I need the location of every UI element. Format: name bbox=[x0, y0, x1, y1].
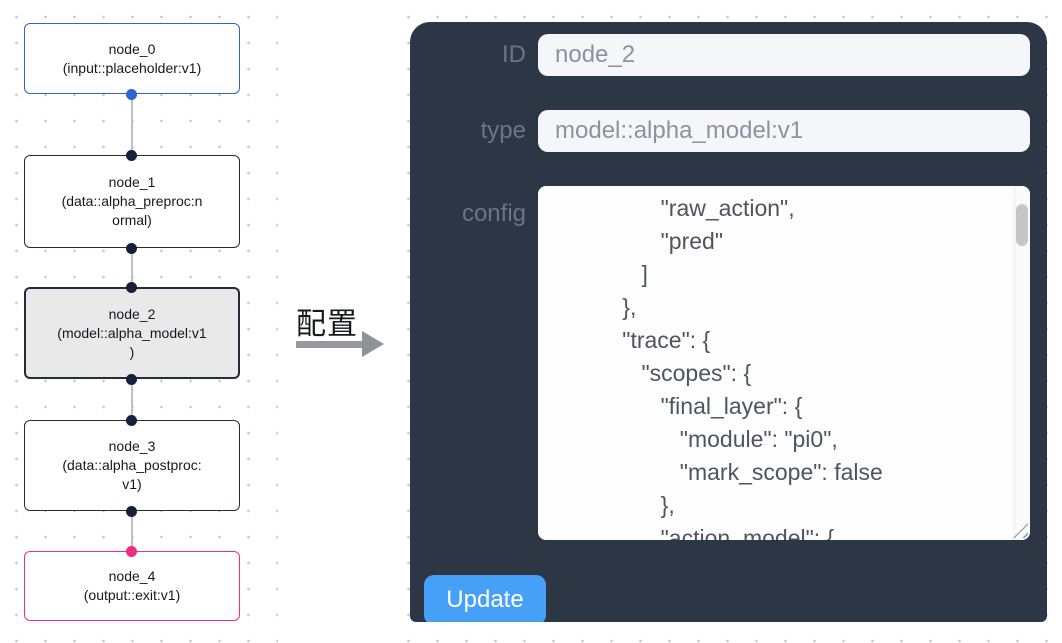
config-json-text: "raw_action", "pred" ] }, "trace": { "sc… bbox=[622, 195, 883, 540]
node-subtitle: ormal) bbox=[112, 212, 152, 228]
id-field-label: ID bbox=[502, 41, 526, 68]
node-node_3[interactable]: node_3 (data::alpha_postproc: v1) bbox=[24, 420, 240, 511]
type-field-label: type bbox=[480, 117, 526, 144]
edge-node_3-node_4 bbox=[131, 511, 133, 551]
node-subtitle: (model::alpha_model:v1 bbox=[57, 324, 207, 341]
node-title: node_3 bbox=[108, 438, 156, 454]
connection-handle-node_2-source[interactable] bbox=[126, 374, 137, 385]
connection-handle-node_1-source[interactable] bbox=[126, 243, 137, 254]
connection-handle-node_0-source[interactable] bbox=[126, 89, 137, 100]
node-subtitle: (output::exit:v1) bbox=[83, 587, 181, 603]
node-node_0[interactable]: node_0 (input::placeholder:v1) bbox=[24, 23, 240, 94]
config-field-label: config bbox=[461, 200, 526, 227]
edge-node_0-node_1 bbox=[131, 94, 133, 155]
node-subtitle: ) bbox=[129, 343, 135, 360]
configure-arrow-label: 配置 bbox=[296, 308, 358, 341]
node-title: node_1 bbox=[108, 174, 156, 190]
edge-node_1-node_2 bbox=[131, 248, 133, 287]
config-scrollbar-thumb[interactable] bbox=[1016, 204, 1028, 246]
node-node_1[interactable]: node_1 (data::alpha_preproc:n ormal) bbox=[24, 155, 240, 248]
node-node_2-selected[interactable]: node_2 (model::alpha_model:v1 ) bbox=[24, 287, 240, 379]
connection-handle-node_2-target[interactable] bbox=[126, 282, 137, 293]
node-subtitle: (data::alpha_preproc:n bbox=[61, 193, 203, 209]
node-subtitle: v1) bbox=[122, 476, 142, 492]
node-node_4[interactable]: node_4 (output::exit:v1) bbox=[24, 551, 240, 621]
connection-handle-node_4-target[interactable] bbox=[126, 546, 137, 557]
config-field-row: config "raw_action", "pred" ] }, "trace"… bbox=[424, 186, 1030, 540]
type-field-row: type bbox=[424, 110, 1030, 152]
node-title: node_2 bbox=[108, 305, 156, 322]
node-title: node_0 bbox=[108, 40, 156, 57]
node-subtitle: (input::placeholder:v1) bbox=[62, 59, 202, 76]
connection-handle-node_3-source[interactable] bbox=[126, 506, 137, 517]
config-scrollbar[interactable] bbox=[1014, 186, 1030, 540]
configure-arrow-head-icon bbox=[362, 331, 384, 357]
id-field-row: ID bbox=[424, 34, 1030, 76]
connection-handle-node_3-target[interactable] bbox=[126, 415, 137, 426]
node-subtitle: (data::alpha_postproc: bbox=[62, 457, 202, 473]
connection-handle-node_1-target[interactable] bbox=[126, 150, 137, 161]
config-textarea[interactable]: "raw_action", "pred" ] }, "trace": { "sc… bbox=[538, 186, 1030, 540]
node-detail-panel: ID type config "raw_action", "pred" ] },… bbox=[410, 22, 1047, 622]
type-input[interactable] bbox=[538, 110, 1030, 152]
edge-node_2-node_3 bbox=[131, 379, 133, 420]
node-title: node_4 bbox=[108, 568, 156, 584]
configure-arrow bbox=[296, 341, 364, 348]
id-input[interactable] bbox=[538, 34, 1030, 76]
update-button[interactable]: Update bbox=[424, 575, 546, 622]
